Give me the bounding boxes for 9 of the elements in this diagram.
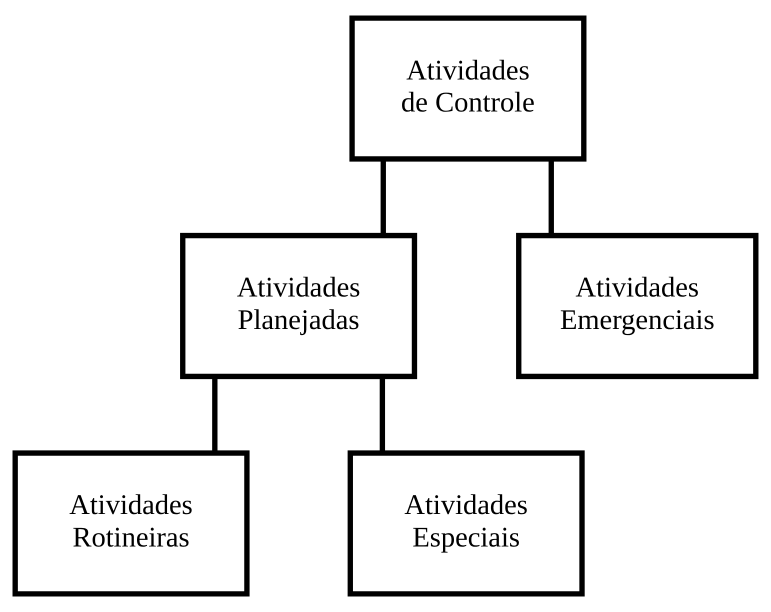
node-box: Atividades de Controle [349,15,586,162]
connector [380,159,386,235]
node-box: Atividades Emergenciais [516,232,758,380]
connector [212,376,218,452]
node-box: Atividades Especiais [348,450,585,597]
node-box: Atividades Planejadas [180,232,418,380]
connector [548,159,554,235]
node-box: Atividades Rotineiras [12,450,250,597]
connector [380,376,386,452]
